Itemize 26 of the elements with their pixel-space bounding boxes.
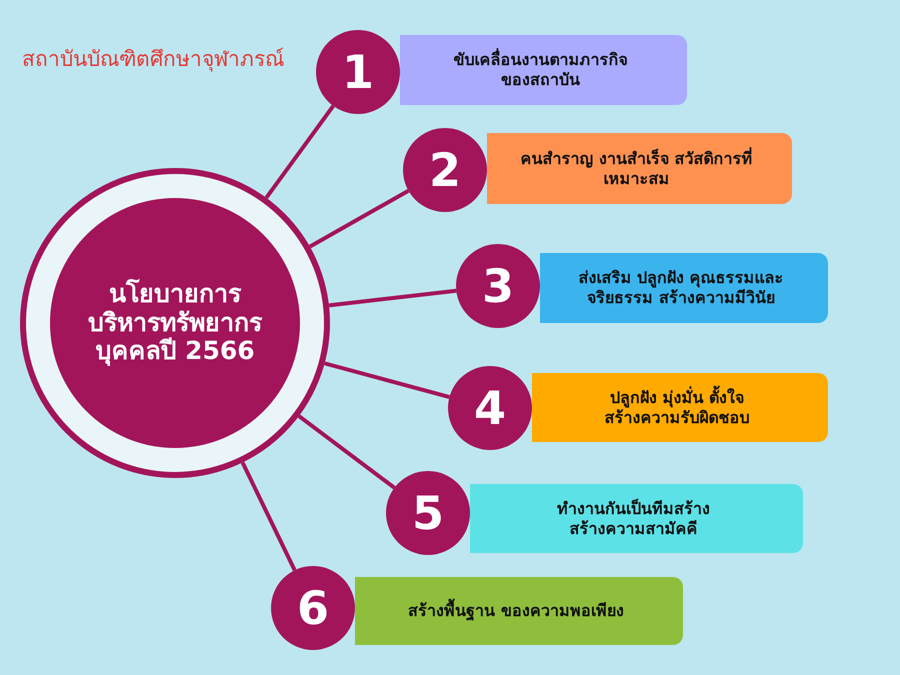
policy-bar bbox=[470, 484, 803, 553]
step-number: 1 bbox=[342, 45, 374, 99]
policy-bar bbox=[400, 35, 687, 105]
policy-bar bbox=[355, 577, 683, 645]
policy-bar bbox=[532, 373, 828, 442]
policy-bar bbox=[540, 253, 828, 323]
connector-line bbox=[324, 361, 450, 399]
step-number: 6 bbox=[296, 581, 329, 635]
connector-line bbox=[308, 188, 410, 248]
step-number: 4 bbox=[474, 381, 506, 435]
connector-line bbox=[298, 414, 396, 490]
policy-text: ขับเคลื่อนงานตามภารกิจของสถาบัน bbox=[452, 50, 628, 90]
policy-bar bbox=[487, 133, 792, 204]
center-title: นโยบายการบริหารทรัพยากรบุคคลปี 2566 bbox=[87, 280, 264, 366]
policy-text: สร้างพื้นฐาน ของความพอเพียง bbox=[386, 601, 646, 621]
title: สถาบันบัณฑิตศึกษาจุฬาภรณ์ bbox=[22, 46, 284, 74]
connector-line bbox=[240, 462, 296, 572]
policy-text: คนสำราญ งานสำเร็จ สวัสดิการที่เหมาะสม bbox=[519, 148, 754, 188]
step-number: 5 bbox=[412, 486, 444, 540]
connector-line bbox=[264, 104, 335, 199]
connector-line bbox=[328, 288, 456, 308]
step-number: 2 bbox=[428, 143, 461, 197]
policy-text: ส่งเสริม ปลูกฝัง คุณธรรมและจริยธรรม สร้างความมีวินัย bbox=[577, 268, 785, 308]
step-number: 3 bbox=[482, 259, 514, 313]
policy-text: ปลูกฝัง มุ่งมั่น ตั้งใจสร้างความรับผิดชอบ bbox=[604, 388, 750, 428]
policy-text: ทำงานกันเป็นทีมสร้างสร้างความสามัคคี bbox=[556, 498, 711, 538]
